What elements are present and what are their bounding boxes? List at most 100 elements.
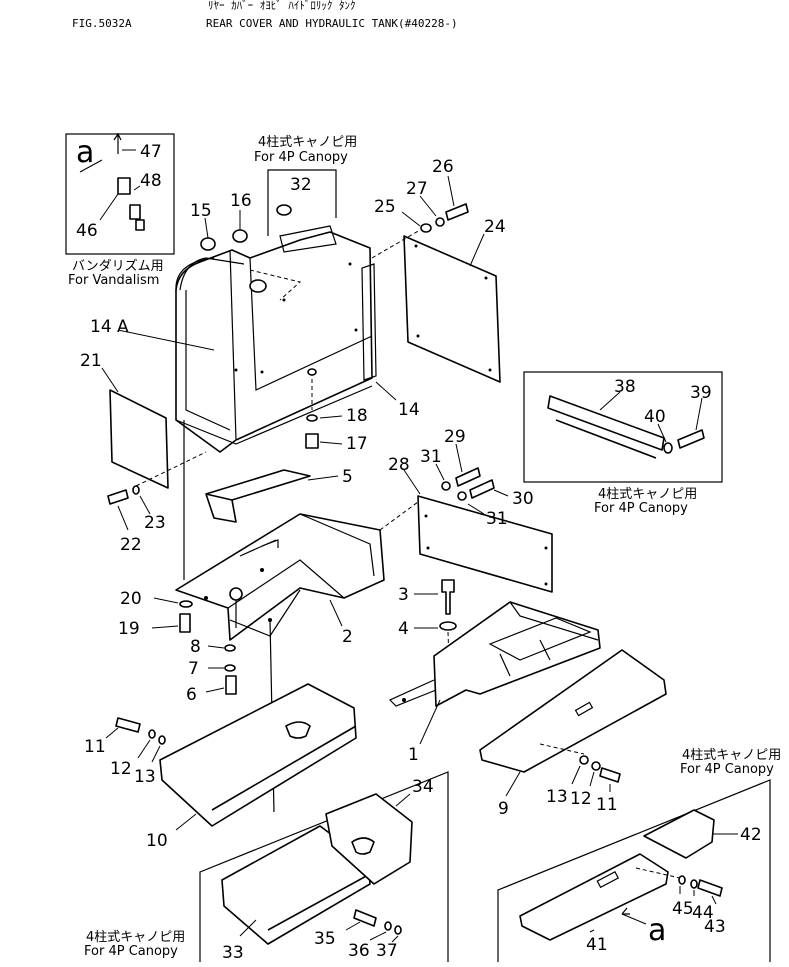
clamp-10-icon (285, 721, 311, 739)
label-24: 24 (484, 217, 506, 237)
caption-canopy-en-4: For 4P Canopy (680, 762, 774, 777)
figure-title: REAR COVER AND HYDRAULIC TANK(#40228-) (206, 17, 458, 30)
label-6: 6 (186, 685, 197, 705)
label-13b: 13 (546, 787, 568, 807)
label-21: 21 (80, 351, 102, 371)
label-46: 46 (76, 221, 98, 241)
plug-15-icon (200, 237, 216, 251)
header-kana: ﾘﾔｰ ｶﾊﾞｰ ｵﾖﾋﾞ ﾊｲﾄﾞﾛﾘｯｸ ﾀﾝｸ (208, 0, 356, 12)
washer-23-icon (132, 485, 140, 495)
label-39: 39 (690, 383, 712, 403)
panel-21 (109, 389, 169, 489)
lock-parts-icon (113, 132, 145, 231)
panel-10 (159, 683, 357, 827)
bolt-6-icon (225, 675, 237, 695)
clamp-34-icon (351, 837, 375, 855)
label-16: 16 (230, 191, 252, 211)
washer-20-icon (179, 600, 193, 608)
label-2: 2 (342, 627, 353, 647)
bolt-26-icon (445, 203, 469, 221)
bolt-19-icon (179, 613, 191, 633)
washer-31a-icon (441, 481, 451, 491)
washer-37-icon (394, 925, 402, 935)
bolt-39-icon (677, 429, 705, 449)
label-27: 27 (406, 179, 428, 199)
label-36: 36 (348, 941, 370, 961)
label-28: 28 (388, 455, 410, 475)
label-33: 33 (222, 943, 244, 963)
label-31b: 31 (486, 509, 508, 529)
label-37: 37 (376, 941, 398, 961)
caption-canopy-jp-4: 4柱式キャノピ用 (682, 748, 781, 763)
washer-31b-icon (457, 491, 467, 501)
caption-canopy-jp-1: 4柱式キャノピ用 (258, 135, 357, 150)
washer-12b-icon (591, 761, 601, 771)
label-48: 48 (140, 171, 162, 191)
label-32: 32 (290, 175, 312, 195)
label-9: 9 (498, 799, 509, 819)
label-12a: 12 (110, 759, 132, 779)
frame-2 (175, 513, 385, 641)
plug-16-icon (232, 229, 248, 243)
rear-cover-14 (175, 225, 377, 453)
label-47: 47 (140, 142, 162, 162)
bolt-35-icon (353, 909, 377, 927)
label-30: 30 (512, 489, 534, 509)
figure-number: FIG.5032A (72, 17, 132, 30)
washer-36-icon (384, 921, 392, 931)
washer-13a-icon (158, 735, 166, 745)
label-35: 35 (314, 929, 336, 949)
bracket-38 (547, 395, 665, 459)
label-8: 8 (190, 637, 201, 657)
canopy-inset-box-3 (199, 771, 449, 962)
label-19: 19 (118, 619, 140, 639)
caption-canopy-jp-3: 4柱式キャノピ用 (86, 930, 185, 945)
label-5: 5 (342, 467, 353, 487)
arrow-a-top (79, 159, 103, 173)
label-13a: 13 (134, 767, 156, 787)
washer-44-icon (690, 879, 698, 889)
bracket-42 (643, 809, 715, 859)
label-15: 15 (190, 201, 212, 221)
bracket-9 (479, 649, 667, 773)
label-23: 23 (144, 513, 166, 533)
caption-vandal-jp: バンダリズム用 (72, 258, 164, 274)
canopy-inset-box-1 (267, 169, 337, 236)
bolt-22-icon (107, 489, 129, 505)
caption-canopy-jp-2: 4柱式キャノピ用 (598, 487, 697, 502)
washer-25-icon (420, 223, 432, 233)
letter-a-bottom: a (648, 913, 666, 948)
arrow-a-bottom (621, 913, 647, 925)
label-38: 38 (614, 377, 636, 397)
washer-8-icon (224, 644, 236, 652)
canopy-inset-box-4 (497, 779, 771, 962)
washer-13b-icon (579, 755, 589, 765)
label-18: 18 (346, 406, 368, 426)
bolt-11b-icon (599, 767, 621, 783)
bolt-30-icon (469, 479, 495, 499)
bracket-33 (221, 825, 371, 945)
label-31a: 31 (420, 447, 442, 467)
label-45: 45 (672, 899, 694, 919)
letter-a-top: a (76, 135, 94, 170)
bolt-43-icon (697, 879, 723, 897)
washer-7-icon (224, 664, 236, 672)
duct-5 (205, 469, 311, 523)
washer-12a-icon (148, 729, 156, 739)
label-25: 25 (374, 197, 396, 217)
vandalism-inset-box (65, 133, 175, 255)
panel-28 (417, 495, 553, 593)
label-29: 29 (444, 427, 466, 447)
label-41: 41 (586, 935, 608, 955)
panel-24 (403, 235, 501, 383)
washer-40-icon (663, 442, 673, 454)
caption-canopy-en-1: For 4P Canopy (254, 150, 348, 165)
label-11b: 11 (596, 795, 618, 815)
canopy-inset-box-2 (523, 371, 723, 483)
bracket-41 (519, 853, 669, 941)
cap-32-icon (276, 204, 292, 216)
plug-17-icon (305, 433, 319, 449)
bolt-29-icon (455, 467, 481, 487)
caption-canopy-en-2: For 4P Canopy (594, 501, 688, 516)
